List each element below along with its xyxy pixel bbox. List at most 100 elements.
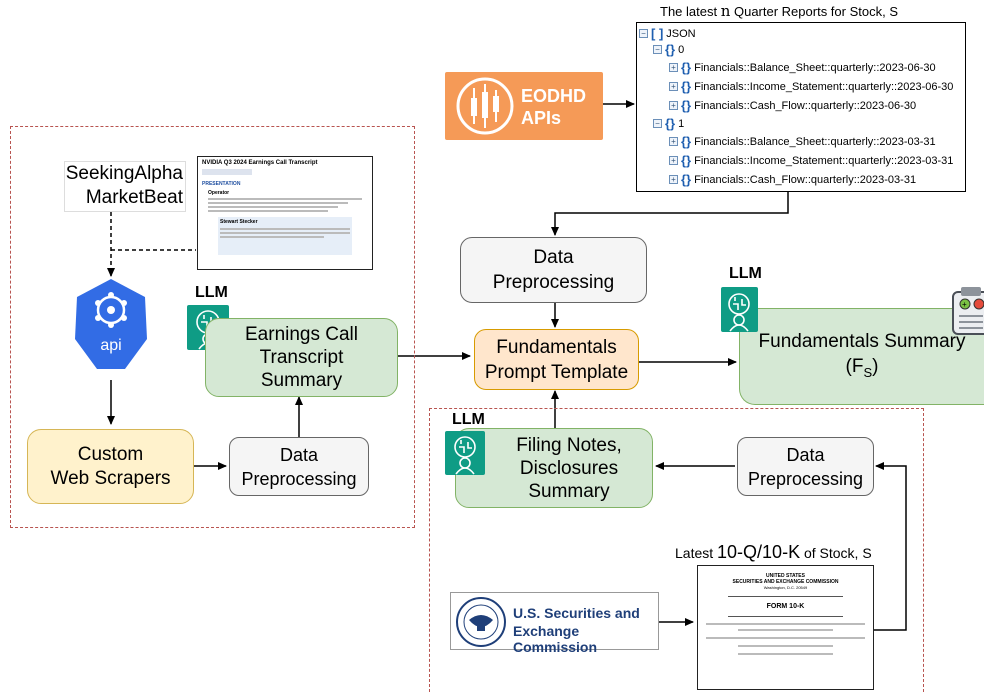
json-tree-panel: −[ ]JSON −{}0 +{}Financials::Balance_She… [636, 22, 966, 192]
json-item-row[interactable]: +{}Financials::Cash_Flow::quarterly::202… [669, 172, 916, 187]
form-10k-document: UNITED STATES SECURITIES AND EXCHANGE CO… [697, 565, 874, 690]
object-icon: {} [665, 42, 676, 57]
transcript-section: PRESENTATION [202, 181, 241, 187]
svg-text:+: + [962, 300, 967, 309]
filing-line-1: Filing Notes, [516, 434, 622, 456]
earnings-group-border [10, 126, 415, 528]
expand-icon[interactable]: + [669, 175, 678, 184]
object-icon: {} [665, 116, 676, 131]
brain-icon [728, 293, 750, 332]
json-group-row[interactable]: −{}1 [653, 116, 684, 131]
filings-group-border [429, 408, 924, 692]
json-group-label: 1 [678, 117, 685, 130]
brain-icon [454, 436, 476, 475]
clipboard-icon: + [952, 287, 984, 335]
expand-icon[interactable]: + [669, 137, 678, 146]
transcript-speaker: Stewart Stecker [220, 219, 258, 225]
json-item-row[interactable]: +{}Financials::Income_Statement::quarter… [669, 153, 953, 168]
template-line-1: Fundamentals [496, 336, 617, 358]
filing-line-2: Disclosures [519, 457, 619, 479]
sec-seal-icon [456, 597, 506, 647]
eodhd-text-1: EODHD [521, 86, 587, 106]
object-icon: {} [681, 134, 692, 149]
object-icon: {} [681, 172, 692, 187]
array-icon: [ ] [651, 26, 664, 41]
json-item-label: Financials::Balance_Sheet::quarterly::20… [694, 61, 936, 74]
object-icon: {} [681, 60, 692, 75]
fundamentals-summary-box[interactable]: Fundamentals Summary (FS) [739, 308, 984, 405]
transcript-screenshot: NVIDIA Q3 2024 Earnings Call Transcript … [197, 156, 373, 270]
form-line-3: Washington, D.C. 20549 [763, 585, 808, 590]
sources-label: SeekingAlpha MarketBeat [64, 161, 186, 212]
json-item-label: Financials::Income_Statement::quarterly:… [694, 154, 954, 167]
fund-summary-line-2: (FS) [845, 355, 879, 380]
sec-text-1: U.S. Securities and [513, 605, 640, 621]
earnings-line-3: Summary [260, 370, 343, 391]
form-title: FORM 10-K [766, 603, 805, 610]
seekingalpha-label: SeekingAlpha [65, 163, 183, 184]
llm-label-filing: LLM [452, 411, 485, 428]
preproc-line-1: Data [533, 247, 574, 268]
json-item-label: Financials::Balance_Sheet::quarterly::20… [694, 135, 936, 148]
fund-summary-line-1: Fundamentals Summary [758, 330, 966, 352]
expand-icon[interactable]: + [669, 156, 678, 165]
transcript-title: NVIDIA Q3 2024 Earnings Call Transcript [202, 160, 318, 166]
json-group-row[interactable]: −{}0 [653, 42, 684, 57]
json-group-label: 0 [678, 43, 685, 56]
preproc-line-2: Preprocessing [492, 272, 615, 293]
api-icon [75, 279, 147, 369]
form-line-2: SECURITIES AND EXCHANGE COMMISSION [732, 579, 839, 585]
latest-10q-caption: Latest 10-Q/10-K of Stock, S [675, 542, 872, 562]
sec-text-2: Exchange Commission [513, 623, 598, 655]
latest-reports-caption: The latest n Quarter Reports for Stock, … [660, 2, 898, 20]
collapse-icon[interactable]: − [639, 29, 648, 38]
filing-line-3: Summary [528, 480, 610, 502]
expand-icon[interactable]: + [669, 82, 678, 91]
llm-label-earnings: LLM [195, 284, 228, 301]
expand-icon[interactable]: + [669, 101, 678, 110]
preproc-line-2: Preprocessing [747, 468, 864, 489]
transcript-speaker: Operator [208, 190, 230, 196]
collapse-icon[interactable]: − [653, 45, 662, 54]
api-label: api [100, 337, 122, 354]
collapse-icon[interactable]: − [653, 119, 662, 128]
json-item-row[interactable]: +{}Financials::Cash_Flow::quarterly::202… [669, 98, 916, 113]
llm-brain-icon [721, 287, 758, 332]
preproc-line-1: Data [279, 444, 319, 465]
marketbeat-label: MarketBeat [85, 187, 183, 208]
sec-logo: U.S. Securities and Exchange Commission [450, 592, 659, 655]
preproc-line-2: Preprocessing [241, 468, 357, 489]
scrapers-line-1: Custom [77, 443, 144, 465]
earnings-line-1: Earnings Call [245, 324, 358, 345]
llm-brain-icon [445, 431, 485, 475]
object-icon: {} [681, 98, 692, 113]
json-item-row[interactable]: +{}Financials::Balance_Sheet::quarterly:… [669, 134, 936, 149]
arrow-json-to-preproc [551, 192, 789, 236]
object-icon: {} [681, 153, 692, 168]
json-item-label: Financials::Cash_Flow::quarterly::2023-0… [694, 99, 917, 112]
template-line-2: Prompt Template [484, 361, 629, 383]
arrow-10k-to-preproc2 [874, 462, 907, 631]
json-item-label: Financials::Income_Statement::quarterly:… [694, 80, 954, 93]
expand-icon[interactable]: + [669, 63, 678, 72]
scrapers-line-2: Web Scrapers [50, 467, 171, 489]
earnings-line-2: Transcript [259, 347, 344, 368]
candlestick-icon [456, 77, 514, 135]
preproc-line-1: Data [786, 444, 825, 465]
json-item-row[interactable]: +{}Financials::Balance_Sheet::quarterly:… [669, 60, 936, 75]
json-item-row[interactable]: +{}Financials::Income_Statement::quarter… [669, 79, 953, 94]
json-root-row[interactable]: −[ ]JSON [639, 26, 696, 41]
form-line-1: UNITED STATES [766, 573, 805, 579]
json-root-label: JSON [666, 27, 696, 40]
eodhd-text-2: APIs [521, 108, 562, 128]
object-icon: {} [681, 79, 692, 94]
eodhd-logo: EODHD APIs [445, 72, 603, 140]
